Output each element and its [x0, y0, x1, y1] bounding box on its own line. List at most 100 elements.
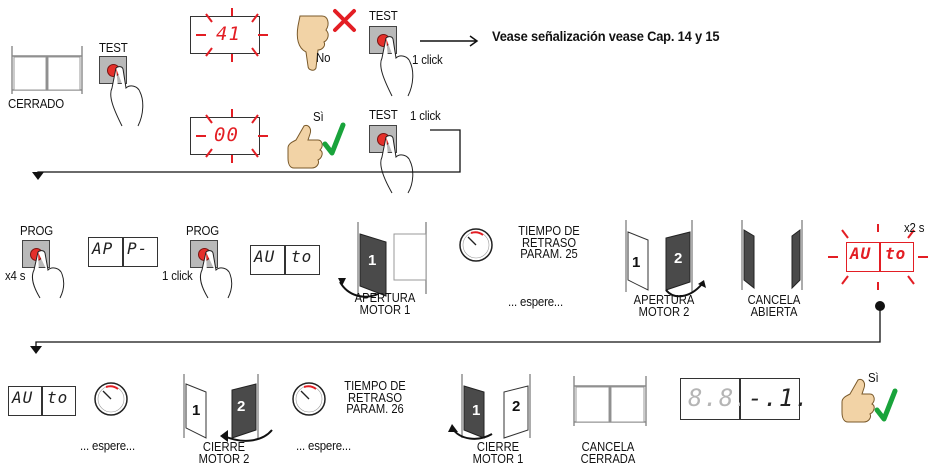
display-p-text: P-	[127, 239, 149, 258]
espere-label-2: ... espere...	[80, 438, 135, 453]
cierre-motor2-label: CIERRE MOTOR 2	[188, 439, 260, 466]
cancela-abierta-label: CANCELA ABIERTA	[738, 292, 810, 319]
tiempo26-line3: PARAM. 26	[346, 401, 404, 416]
display-to	[285, 245, 320, 275]
tiempo26-label: TIEMPO DE RETRASO PARAM. 26	[338, 378, 412, 416]
display-ok-text: 00	[214, 124, 239, 146]
leaf-number-2c: 2	[512, 398, 521, 415]
test-label-2: TEST	[369, 8, 398, 23]
apertura-motor2-line1: APERTURA	[633, 292, 695, 307]
connector-arrow	[32, 129, 461, 180]
one-click-label-3: 1 click	[162, 268, 193, 283]
cierre-motor1-line2: MOTOR 1	[472, 450, 524, 466]
cierre-motor1-label: CIERRE MOTOR 1	[462, 439, 534, 466]
cierre-motor1-line1: CIERRE	[476, 439, 520, 454]
cancela-cerrada-line2: CERRADA	[580, 450, 636, 466]
hand-press-icon	[380, 135, 414, 194]
blink-rays-icon	[196, 109, 268, 163]
display-to-text: to	[291, 247, 313, 266]
display-au-blink	[846, 242, 880, 272]
cierre-motor2-line1: CIERRE	[202, 439, 246, 454]
display-ap-text: AP	[92, 239, 114, 258]
arrow-right-icon	[420, 35, 479, 47]
gate-opening-motor1-icon	[338, 222, 427, 298]
tiempo25-line1: TIEMPO DE	[518, 223, 580, 238]
apertura-motor1-line1: APERTURA	[354, 290, 416, 305]
display-eight-text: 8.8.	[688, 384, 750, 412]
hand-press-icon	[31, 250, 65, 299]
si-label-2: Sì	[868, 370, 879, 385]
display-off-text: -.1.	[748, 384, 810, 412]
cancela-cerrada-line1: CANCELA	[581, 439, 635, 454]
leaf-number-2b: 2	[237, 398, 246, 415]
display-ap	[88, 237, 123, 267]
display-au-text: AU	[254, 247, 276, 266]
apertura-motor1-line2: MOTOR 1	[359, 301, 411, 317]
gate-opening-motor2-icon	[625, 220, 706, 298]
apertura-motor2-line2: MOTOR 2	[638, 303, 690, 319]
gate-closing-motor1-icon	[448, 374, 531, 440]
check-icon	[322, 122, 346, 156]
cancela-abierta-line1: CANCELA	[747, 292, 801, 307]
leaf-number-1: 1	[368, 252, 377, 269]
x4s-label: x4 s	[5, 268, 26, 283]
prog-label-1: PROG	[20, 223, 53, 238]
closed-gate-icon	[573, 376, 647, 426]
prog-label-2: PROG	[186, 223, 219, 238]
display-au-3-text: AU	[12, 388, 34, 407]
cancela-cerrada-label: CANCELA CERRADA	[572, 439, 644, 466]
display-error-text: 41	[216, 23, 241, 45]
x2s-label: x2 s	[904, 220, 925, 235]
apertura-motor2-label: APERTURA MOTOR 2	[628, 292, 700, 319]
tiempo26-line1: TIEMPO DE	[344, 378, 406, 393]
cancela-abierta-line2: ABIERTA	[750, 303, 798, 319]
display-p	[123, 237, 158, 267]
clock-icon	[292, 382, 326, 416]
display-au	[250, 245, 285, 275]
blink-rays-icon	[196, 8, 268, 62]
display-to-blink-text: to	[885, 244, 907, 263]
check-icon	[874, 388, 898, 422]
apertura-motor1-label: APERTURA MOTOR 1	[346, 290, 423, 317]
cerrado-label: CERRADO	[8, 96, 64, 111]
espere-label-1: ... espere...	[508, 294, 563, 309]
cross-icon	[333, 9, 356, 32]
test-label-1: TEST	[99, 40, 128, 55]
test-label-3: TEST	[369, 107, 398, 122]
one-click-label-2: 1 click	[410, 108, 441, 123]
leaf-number-2: 2	[674, 250, 683, 267]
tiempo25-line2: RETRASO	[521, 234, 577, 250]
display-au-blink-text: AU	[850, 244, 872, 263]
clock-icon	[459, 228, 493, 262]
cierre-motor2-line2: MOTOR 2	[198, 450, 250, 466]
connector-arrow	[30, 301, 885, 354]
no-label: No	[316, 50, 331, 65]
hand-press-icon	[199, 250, 233, 299]
si-label-1: Sì	[313, 109, 324, 124]
tiempo26-line2: RETRASO	[347, 389, 403, 405]
one-click-label-1: 1 click	[412, 52, 443, 67]
leaf-number-1c: 1	[192, 402, 201, 419]
hand-press-icon	[110, 66, 144, 127]
thumbs-up-icon	[841, 379, 875, 423]
tiempo25-line3: PARAM. 25	[520, 246, 578, 261]
closed-gate-icon	[11, 46, 83, 94]
display-to-3	[42, 386, 76, 416]
display-eight	[680, 378, 740, 420]
leaf-number-1d: 1	[472, 402, 481, 419]
thumbs-down-icon	[296, 15, 329, 71]
tiempo25-label: TIEMPO DE RETRASO PARAM. 25	[512, 223, 586, 261]
thumbs-up-icon	[287, 125, 323, 169]
display-au-3	[8, 386, 42, 416]
hand-press-icon	[380, 36, 414, 97]
display-off	[740, 378, 800, 420]
espere-label-3: ... espere...	[296, 438, 351, 453]
leaf-number-1b: 1	[632, 254, 641, 271]
clock-icon	[94, 382, 128, 416]
blink-rays-icon	[828, 224, 928, 290]
display-to-3-text: to	[47, 388, 69, 407]
note-label: Vease señalización vease Cap. 14 y 15	[492, 28, 720, 44]
display-to-blink	[880, 242, 914, 272]
gate-open-icon	[741, 220, 803, 290]
gate-closing-motor2-icon	[183, 374, 273, 442]
